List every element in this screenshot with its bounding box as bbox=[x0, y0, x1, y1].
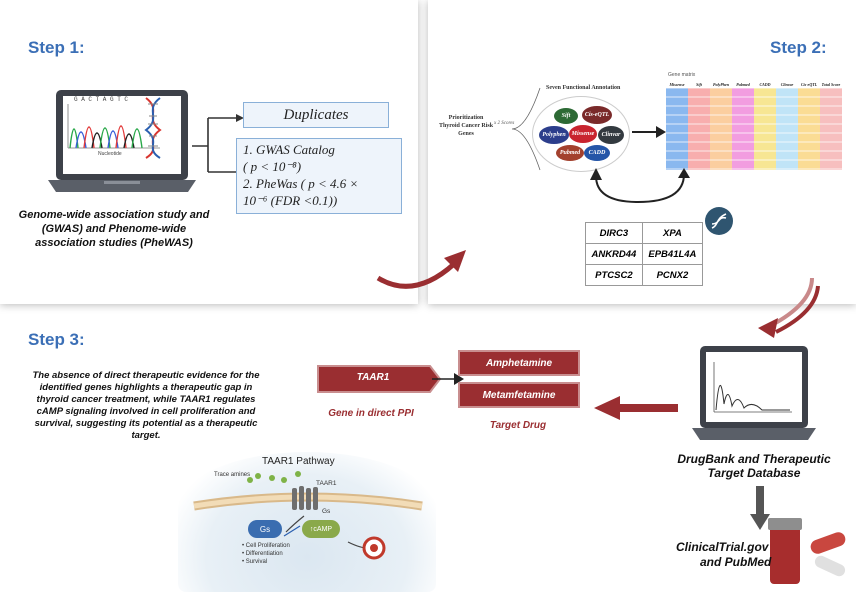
pill-bottle-icon bbox=[768, 518, 846, 584]
database-to-drug-arrow bbox=[594, 396, 678, 420]
gene-cell: EPB41L4A bbox=[641, 243, 704, 265]
membrane-receptor-icon bbox=[193, 471, 423, 560]
gene-caption: Gene in direct PPI bbox=[328, 408, 414, 419]
gwas-phewas-caption: Genome-wide association study and (GWAS)… bbox=[18, 209, 210, 249]
matrix-header-cell: CADD bbox=[759, 82, 770, 87]
matrix-body bbox=[666, 87, 842, 170]
phewas-threshold-line: 10⁻⁶ (FDR <0.1)) bbox=[243, 193, 338, 208]
annotation-pubmed: Pubmed bbox=[556, 145, 584, 161]
matrix-column bbox=[666, 88, 688, 170]
annotation-missense: Missense bbox=[569, 125, 597, 143]
trace-amines-label: Trace amines bbox=[214, 472, 251, 478]
annotation-sift: Sift bbox=[554, 108, 578, 124]
chromatogram-axis-label: Nucleotide bbox=[98, 151, 122, 157]
annotation-clinvar: Clinvar bbox=[598, 126, 624, 144]
matrix-header-cell: Total Score bbox=[822, 82, 841, 87]
annotation-polyphen: Polyphen bbox=[539, 126, 569, 144]
gene-cell: DIRC3 bbox=[585, 222, 643, 244]
clinical-line2: and PubMed bbox=[700, 555, 772, 569]
effects-list: • Cell Proliferation • Differentiation •… bbox=[242, 542, 290, 566]
camp-node: ↑cAMP bbox=[302, 520, 340, 538]
feedback-arrows bbox=[590, 168, 690, 204]
gs-small-label: Gs bbox=[322, 508, 331, 515]
effect-item: • Cell Proliferation bbox=[242, 543, 290, 549]
matrix-column bbox=[798, 88, 820, 170]
matrix-header-cell: Sift bbox=[696, 82, 703, 87]
duplicates-label: Duplicates bbox=[283, 106, 349, 123]
gwas-threshold-line: ( p < 10⁻⁸) bbox=[243, 159, 302, 174]
step1-label: Step 1: bbox=[28, 38, 85, 57]
taar1-box-shape bbox=[317, 365, 442, 393]
gene-cell: PCNX2 bbox=[641, 264, 704, 286]
gene-cell: ANKRD44 bbox=[585, 243, 643, 265]
annotation-title: Seven Functional Annotation bbox=[546, 85, 621, 91]
phewas-line: 2. PheWas ( p < 4.6 × bbox=[243, 176, 359, 191]
chromatogram-sequence: G A C T A G T C bbox=[74, 96, 129, 103]
effect-item: • Differentiation bbox=[242, 551, 283, 557]
step2-label: Step 2: bbox=[770, 38, 827, 57]
step2-to-step3-arrow bbox=[758, 277, 820, 338]
matrix-header-cell: Pubmed bbox=[736, 82, 751, 87]
effect-item: • Survival bbox=[242, 559, 268, 565]
matrix-header-cell: Clinvar bbox=[781, 82, 794, 87]
step3-label: Step 3: bbox=[28, 330, 85, 349]
duplicates-box: Duplicates bbox=[243, 102, 389, 128]
gene-cell: XPA bbox=[641, 222, 704, 244]
annotation-circle bbox=[532, 96, 630, 172]
database-to-clinical-arrow bbox=[750, 486, 770, 530]
arrow-to-matrix-icon bbox=[632, 126, 666, 138]
step3-description: The absence of direct therapeutic eviden… bbox=[32, 370, 260, 441]
camp-label: ↑cAMP bbox=[309, 525, 333, 533]
clinical-line1: ClinicalTrial.gov bbox=[676, 540, 769, 554]
gs-protein-label: Gs bbox=[259, 524, 271, 534]
drug-metamfetamine: Metamfetamine bbox=[458, 382, 580, 408]
matrix-column bbox=[732, 88, 754, 170]
gene-to-drug-arrow bbox=[432, 373, 464, 385]
drugbank-caption: DrugBank and Therapeutic Target Database bbox=[677, 452, 831, 480]
matrix-header-cell: Missense bbox=[668, 82, 684, 87]
drug-amphetamine: Amphetamine bbox=[458, 350, 580, 376]
matrix-column bbox=[754, 88, 776, 170]
gene-score-matrix: Missense Sift PolyPhen Pubmed CADD Clinvar Cis… bbox=[666, 82, 842, 170]
fanout-lines bbox=[512, 87, 541, 171]
gs-protein: Gs bbox=[248, 520, 282, 538]
scores-text: x 2 Scores bbox=[494, 121, 515, 126]
matrix-header-cell: PolyPhen bbox=[713, 82, 730, 87]
chromatogram-icon bbox=[67, 104, 160, 149]
annotation-cis-eqtl: Cis-eQTL bbox=[582, 106, 612, 124]
step1-to-step2-arrow bbox=[376, 250, 466, 289]
matrix-title: Gene matrix bbox=[668, 72, 696, 78]
receptor-label: TAAR1 bbox=[316, 480, 337, 487]
dna-helix-icon bbox=[144, 97, 162, 159]
gene-cell: PTCSC2 bbox=[585, 264, 643, 286]
gwas-catalog-line: 1. GWAS Catalog bbox=[243, 142, 335, 157]
taar1-box-label: TAAR1 bbox=[356, 372, 390, 383]
matrix-column bbox=[688, 88, 710, 170]
matrix-column bbox=[710, 88, 732, 170]
annotation-cadd: CADD bbox=[584, 145, 610, 161]
drug-caption: Target Drug bbox=[489, 420, 547, 431]
dna-badge-icon bbox=[705, 207, 733, 235]
catalog-box: 1. GWAS Catalog ( p < 10⁻⁸) 2. PheWas ( … bbox=[236, 138, 402, 214]
pathway-title: TAAR1 Pathway bbox=[262, 456, 335, 467]
matrix-column bbox=[776, 88, 798, 170]
matrix-column bbox=[820, 88, 842, 170]
database-laptop-icon bbox=[692, 346, 816, 440]
laptop-icon bbox=[48, 90, 196, 192]
matrix-header: Missense Sift PolyPhen Pubmed CADD Clinvar Cis… bbox=[668, 82, 840, 87]
matrix-header-cell: Cis-eQTL bbox=[801, 82, 818, 87]
prioritization-text: Prioritization Thyroid Cancer Risk Genes bbox=[438, 115, 494, 137]
